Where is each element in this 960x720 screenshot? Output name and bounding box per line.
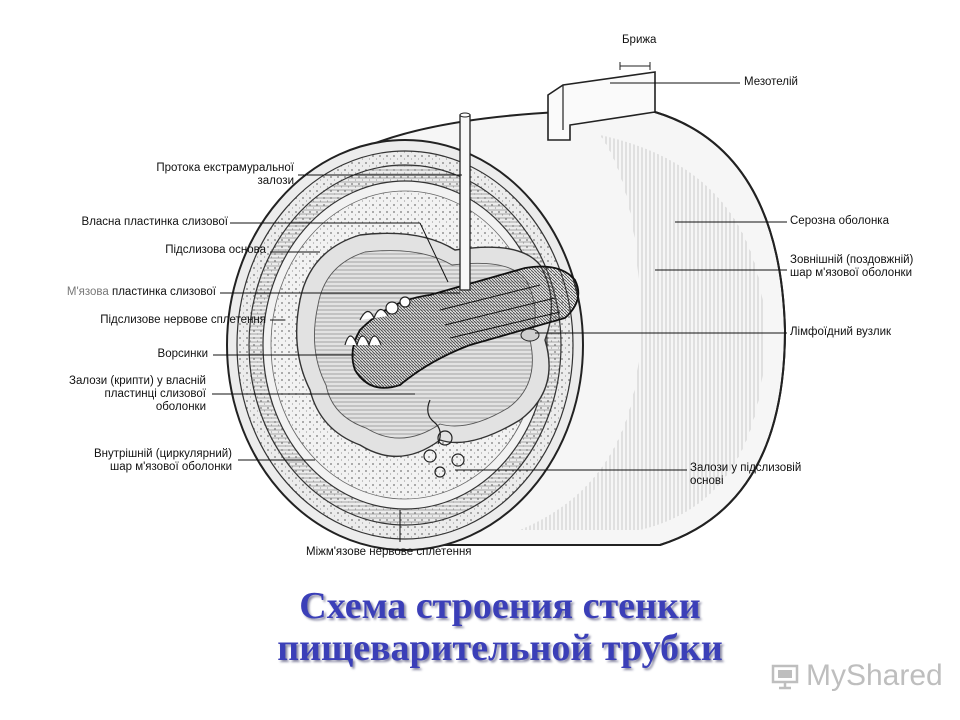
label-crypts: Залози (крипти) у власній пластинці слиз… [69,375,206,413]
label-submucosal-glands: Залози у підслизовій основі [690,462,802,487]
glands [423,399,465,478]
watermark: MyShared [770,656,943,696]
villi [344,296,411,347]
label-inner-circular-muscle: Внутрішній (циркулярний) шар м'язової об… [94,448,232,473]
mesentery [547,62,656,141]
label-mesentery: Брижа [622,34,657,46]
lymph-nodule [520,328,540,342]
label-lymph-nodule: Лімфоїдний вузлик [790,326,892,338]
label-submucosal-plexus: Підслизове нервове сплетення [100,314,266,326]
label-myenteric-plexus: Міжм'язове нервове сплетення [306,546,472,558]
label-submucosa: Підслизова основа [165,244,266,256]
page-title-line-1: Схема строения стенки [299,585,701,627]
label-muscularis-mucosae-rest: пластинка слизової [108,286,216,298]
label-muscularis-mucosae: М'язова пластинка слизової [67,286,216,299]
watermark-text: MyShared [806,659,943,692]
extramural-duct [459,112,471,291]
leader-lines [212,82,787,542]
label-serosa: Серозна оболонка [790,215,889,227]
label-extramural-duct: Протока екстрамуральної залози [156,162,294,187]
page-title: Схема строения стенки пищеварительной тр… [130,585,870,669]
label-lamina-propria: Власна пластинка слизової [81,216,228,228]
lumen [351,265,580,389]
page-title-line-2: пищеварительной трубки [277,627,723,669]
label-mesothelium: Мезотелій [744,76,798,88]
label-villi: Ворсинки [157,348,208,360]
label-outer-longitudinal-muscle: Зовнішній (поздовжній) шар м'язової обол… [790,254,914,279]
presentation-icon [771,664,799,690]
label-muscularis-mucosae-prefix: М'язова [66,286,109,298]
